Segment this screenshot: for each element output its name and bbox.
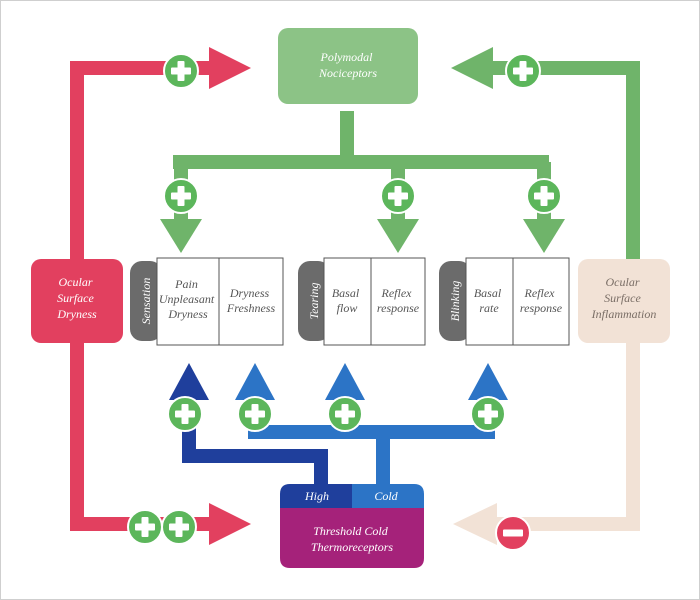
polymodal-nociceptors-node: Polymodal Nociceptors — [278, 28, 418, 104]
inflammation-to-thermoreceptor-line — [496, 339, 640, 531]
dryness-to-thermoreceptor-arrowhead — [209, 503, 251, 545]
inflammation-to-thermoreceptor-arrowhead — [453, 503, 497, 545]
polymodal-nociceptors-box — [278, 28, 418, 104]
tearing-tab-label: Tearing — [307, 283, 321, 320]
cold-freshness-arrowhead — [235, 363, 275, 400]
plus-icon-nociceptor-blinking — [526, 178, 562, 214]
dryness-to-nociceptor-arrowhead — [209, 47, 251, 89]
plus-icon-dryness-thermoreceptor-2 — [161, 509, 197, 545]
sensation-cell-pain-label: Pain Unpleasant Dryness — [159, 277, 217, 321]
high-label: High — [304, 489, 329, 503]
plus-icon-nociceptor-sensation — [163, 178, 199, 214]
inflammation-to-nociceptor-arrowhead — [451, 47, 493, 89]
sensation-arrowhead — [160, 219, 202, 253]
tearing-cell-basal-flow — [323, 257, 372, 346]
ocular-surface-dryness-label: Ocular Surface Dryness — [56, 275, 97, 321]
sensation-tab-label: Sensation — [139, 278, 153, 325]
plus-icon-inflammation-nociceptor — [505, 53, 541, 89]
sensation-tab — [130, 261, 162, 341]
plus-icon-high-pain — [167, 396, 203, 432]
inflammation-pathway — [453, 339, 640, 545]
high-to-pain-arrowhead — [169, 363, 209, 400]
sensation-cell-freshness — [218, 257, 284, 346]
ocular-surface-dryness-node: Ocular Surface Dryness — [31, 259, 123, 343]
ocular-surface-inflammation-box — [578, 259, 670, 343]
blinking-cell-reflex-label: Reflex response — [520, 286, 563, 315]
threshold-cold-thermoreceptors-node: High Cold Threshold Cold Thermoreceptors — [280, 484, 424, 568]
ocular-surface-inflammation-node: Ocular Surface Inflammation — [578, 259, 670, 343]
sensation-cell-pain — [156, 257, 220, 346]
response-group-tearing: Tearing Basal flow Reflex response — [298, 257, 426, 346]
plus-icon-dryness-nociceptor — [163, 53, 199, 89]
cold-basal-rate-arrowhead — [468, 363, 508, 400]
response-group-sensation: Sensation Pain Unpleasant Dryness Drynes… — [130, 257, 284, 346]
threshold-cold-thermoreceptors-box — [280, 508, 424, 568]
cold-label: Cold — [374, 489, 398, 503]
minus-icon-inflammation-thermoreceptor — [495, 515, 531, 551]
high-segment — [280, 484, 352, 508]
cold-basal-flow-arrowhead — [325, 363, 365, 400]
response-group-blinking: Blinking Basal rate Reflex response — [439, 257, 570, 346]
blinking-cell-reflex — [512, 257, 570, 346]
cold-segment — [352, 484, 424, 508]
tearing-arrowhead — [377, 219, 419, 253]
tearing-tab — [298, 261, 330, 341]
blinking-cell-basal-rate — [465, 257, 514, 346]
blinking-tab — [439, 261, 471, 341]
plus-icon-dryness-thermoreceptor-1 — [127, 509, 163, 545]
ocular-surface-dryness-box — [31, 259, 123, 343]
plus-icon-nociceptor-tearing — [380, 178, 416, 214]
plus-icon-cold-basal-rate — [470, 396, 506, 432]
polymodal-nociceptors-label: Polymodal Nociceptors — [318, 50, 377, 80]
tearing-cell-reflex-label: Reflex response — [377, 286, 420, 315]
threshold-cold-thermoreceptors-label: Threshold Cold Thermoreceptors — [311, 524, 394, 554]
effect-badges — [127, 53, 562, 551]
ocular-surface-inflammation-label: Ocular Surface Inflammation — [591, 275, 657, 321]
plus-icon-cold-freshness — [237, 396, 273, 432]
tearing-cell-basal-flow-label: Basal flow — [332, 286, 362, 315]
blinking-cell-basal-rate-label: Basal rate — [474, 286, 504, 315]
blinking-tab-label: Blinking — [448, 281, 462, 322]
tearing-cell-reflex — [370, 257, 426, 346]
sensation-cell-freshness-label: Dryness Freshness — [226, 286, 276, 315]
blinking-arrowhead — [523, 219, 565, 253]
plus-icon-cold-basal-flow — [327, 396, 363, 432]
